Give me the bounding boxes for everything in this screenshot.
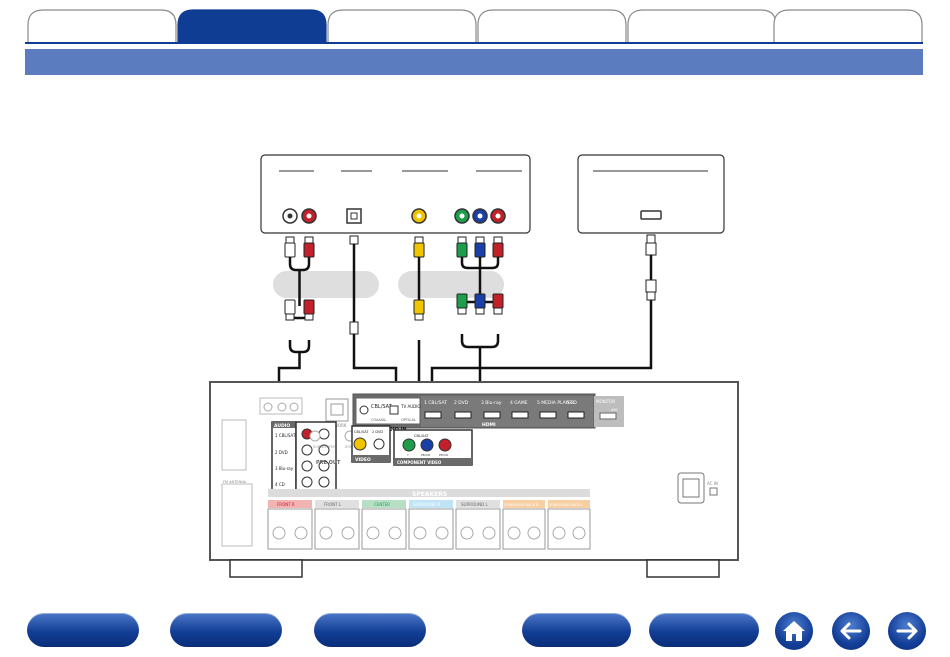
speaker-terminals [268,500,590,508]
hdmi-monitor-label: MONITOR [596,399,615,404]
ac-in-label: AC IN [707,481,718,486]
speaker-group-2: FRONT L [324,502,342,507]
component-input-label: CBL/SAT [414,434,429,438]
hdmi-label: HDMI [482,422,496,428]
nav-button-4[interactable] [522,613,631,647]
source-device [260,154,531,234]
video-input-2-label: 2 DVD [372,430,383,434]
subwoofer-label: SUBWOOFER [313,445,336,449]
tab-4[interactable] [477,9,627,43]
tab-2-active[interactable] [177,9,327,43]
pre-out-label: PRE OUT [316,460,341,466]
speaker-group-1: FRONT R [277,502,295,507]
zone2-label: ZONE2 [345,445,357,449]
audio-input-3-label: 3 Blu-ray [275,466,294,471]
antenna-label: FM ANTENNA [223,480,247,484]
audio-input-4-label: 4 CD [275,482,285,487]
forward-arrow-icon [896,622,918,640]
back-arrow-icon [840,622,862,640]
component-label: COMPONENT VIDEO [397,460,442,465]
hdmi-input-ports [424,411,585,419]
nav-button-3[interactable] [314,613,426,647]
nav-button-5[interactable] [649,613,759,647]
audio-label: AUDIO [274,423,290,429]
audio-input-2-label: 2 DVD [275,450,288,455]
hdmi-cable [430,234,657,396]
video-input-1-label: CBL/SAT [354,430,369,434]
tab-6[interactable] [773,9,923,43]
nav-button-2[interactable] [170,613,282,647]
tv-device [577,154,725,234]
home-icon [783,621,805,641]
hdmi-input-6-label: 6 CD [566,400,577,406]
coax-cbl-sat-label: CBL/SAT [371,404,393,410]
speaker-group-5: SURROUND L [461,502,488,507]
optical-tv-label: TV AUDIO [400,404,421,409]
speaker-group-3: CENTER [374,502,390,507]
component-port-pb: PB/CB [421,453,430,457]
cable-label-pill-video [398,271,504,298]
audio-input-1-label: 1 CBL/SAT [275,433,296,438]
hdmi-arc-label: ARC [611,408,619,412]
tab-3[interactable] [327,9,477,43]
forward-button[interactable] [888,612,926,650]
tab-5[interactable] [627,9,777,43]
hdmi-input-4-label: 4 GAME [510,400,528,406]
tab-underline [25,42,923,44]
connection-diagram: NETWORK CBL/SAT COAXIAL TV AUDIO OPTICAL… [209,154,739,578]
receiver-back-panel: NETWORK CBL/SAT COAXIAL TV AUDIO OPTICAL… [209,381,739,578]
nav-button-1[interactable] [27,613,139,647]
coax-sub-label: COAXIAL [371,418,386,422]
hdmi-input-1-label: 1 CBL/SAT [424,400,447,406]
component-port-pr: PR/CR [439,453,448,457]
speaker-group-7: SURROUND BACK L [549,503,583,507]
cable-label-pill-audio [273,271,379,298]
speakers-label: SPEAKERS [412,491,447,498]
hdmi-input-3-label: 3 Blu-ray [481,400,502,406]
tab-bar [0,0,950,44]
hdmi-input-5-label: 5 MEDIA PLAYER [537,400,574,406]
home-button[interactable] [775,612,813,650]
video-label: VIDEO [355,457,371,463]
component-port-y: Y [407,453,409,457]
optical-sub-label: OPTICAL [401,418,416,422]
tab-1[interactable] [27,9,177,43]
speaker-group-4: SURROUND R [413,502,440,507]
back-button[interactable] [832,612,870,650]
title-bar [25,49,923,75]
hdmi-input-2-label: 2 DVD [454,400,469,406]
speaker-group-6: SURROUND BACK R [504,503,539,507]
